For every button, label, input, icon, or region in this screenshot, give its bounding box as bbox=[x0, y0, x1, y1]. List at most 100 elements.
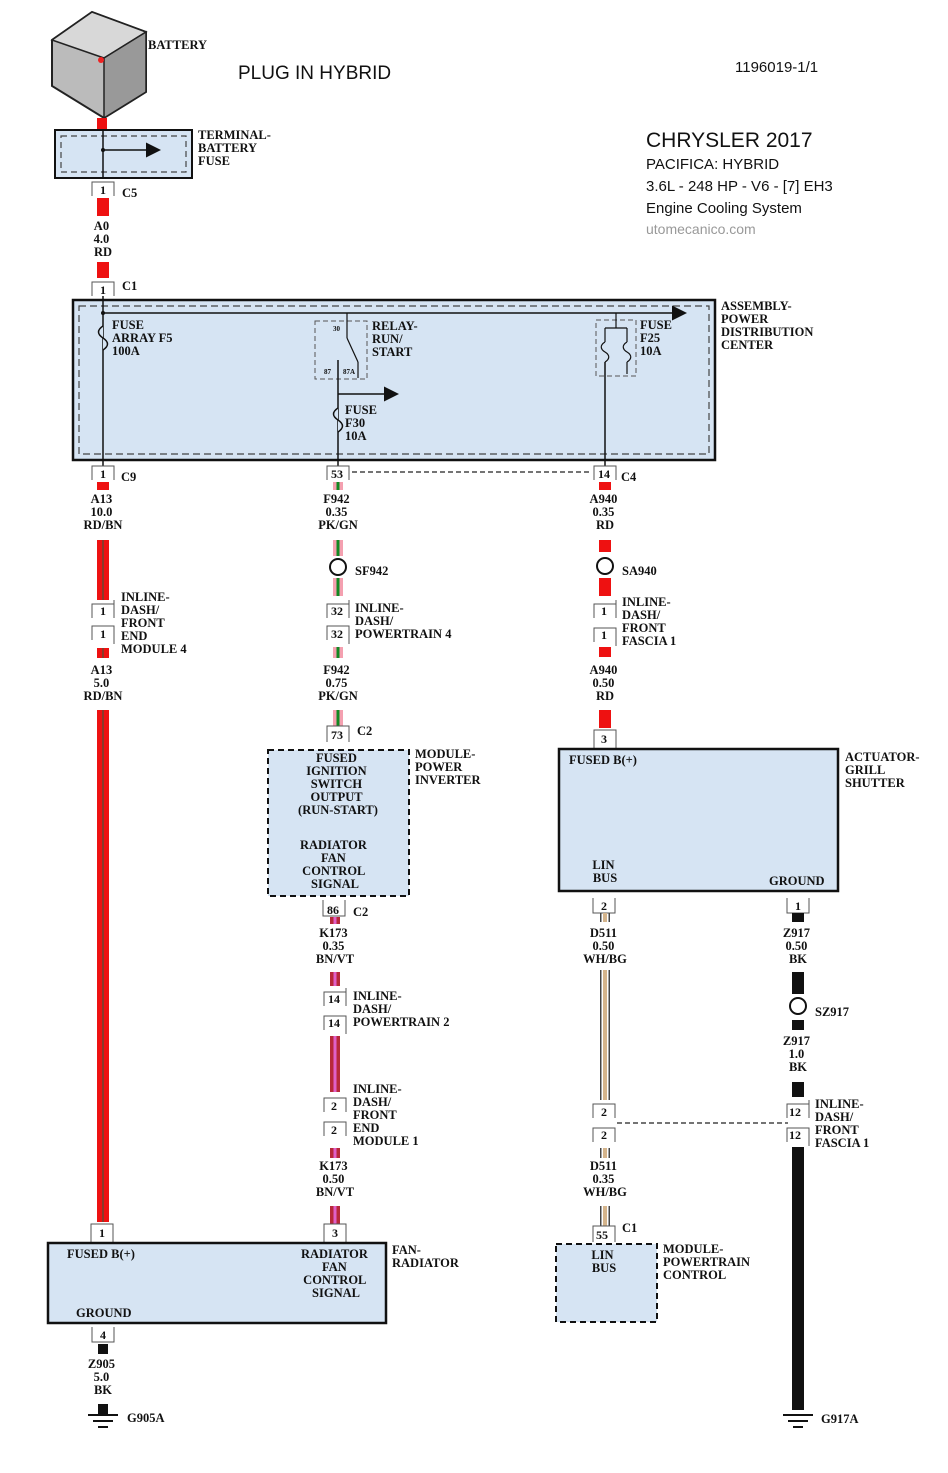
wire-k173-label-2: K173 0.50 BN/VT bbox=[316, 1159, 355, 1199]
inline-ff1b-pin-b: 12 bbox=[789, 1128, 801, 1142]
actuator-grill-shutter[interactable] bbox=[557, 747, 840, 893]
c1-pin: 1 bbox=[100, 283, 106, 297]
wire-a13-label-2: A13 5.0 RD/BN bbox=[84, 663, 123, 703]
wire-a940-label-2: A940 0.50 RD bbox=[590, 663, 621, 703]
wire-segment bbox=[333, 1206, 337, 1224]
wire-z917-label-2: Z917 1.0 BK bbox=[783, 1034, 813, 1074]
inline-fem4-pin-a: 1 bbox=[100, 604, 106, 618]
inline-ff1a-pin-b: 1 bbox=[601, 628, 607, 642]
inline-pt2-pin-b: 14 bbox=[328, 1016, 340, 1030]
wire-segment bbox=[608, 970, 610, 1100]
inline-ff1b-pin-a: 12 bbox=[789, 1105, 801, 1119]
fan-fused-label: FUSED B(+) bbox=[67, 1247, 135, 1261]
c4-pin: 14 bbox=[598, 467, 610, 481]
inline-pt4-label: INLINE- DASH/ POWERTRAIN 4 bbox=[355, 601, 452, 641]
wire-segment bbox=[333, 972, 337, 986]
relay-run-start[interactable] bbox=[314, 320, 368, 380]
wire-segment bbox=[333, 1148, 337, 1158]
wire-segment bbox=[600, 1206, 602, 1226]
wire-segment bbox=[336, 540, 340, 556]
fuse-f30-icon bbox=[332, 407, 344, 433]
inline-fem4-label: INLINE- DASH/ FRONT END MODULE 4 bbox=[121, 590, 187, 656]
wire-segment bbox=[608, 913, 610, 922]
ground-g917a-label: G917A bbox=[821, 1412, 859, 1426]
wire-segment bbox=[603, 1206, 607, 1226]
inline-fem1-label: INLINE- DASH/ FRONT END MODULE 1 bbox=[353, 1082, 419, 1148]
wire-z917-label-1: Z917 0.50 BK bbox=[783, 926, 813, 966]
inline-pt4-pin-b: 32 bbox=[331, 627, 343, 641]
c4-label: C4 bbox=[621, 470, 637, 484]
system-name: Engine Cooling System bbox=[646, 200, 802, 217]
splice-sz917-label: SZ917 bbox=[815, 1005, 849, 1019]
module-powertrain-control[interactable] bbox=[555, 1243, 658, 1323]
pcm-lin-label: LIN BUS bbox=[591, 1248, 616, 1275]
c9-label: C9 bbox=[121, 470, 136, 484]
wire-battery-cable bbox=[97, 118, 107, 130]
terminal-battery-fuse[interactable] bbox=[54, 129, 193, 179]
splice-sf942-icon bbox=[329, 558, 347, 576]
wire-a13-label-1: A13 10.0 RD/BN bbox=[84, 492, 123, 532]
c2-73-pin: 73 bbox=[331, 728, 343, 742]
engine-spec: 3.6L - 248 HP - V6 - [7] EH3 bbox=[646, 178, 833, 195]
inline-ff1a-pin-a: 1 bbox=[601, 604, 607, 618]
wire-segment bbox=[603, 970, 607, 1100]
power-distribution-center[interactable] bbox=[71, 298, 717, 462]
wire-a940 bbox=[599, 482, 611, 728]
wire-segment bbox=[603, 1148, 607, 1158]
shutter-lin-label: LIN BUS bbox=[592, 858, 617, 885]
relay-switch-icon bbox=[346, 337, 359, 363]
battery-icon bbox=[50, 10, 148, 120]
shutter-name-label: ACTUATOR- GRILL SHUTTER bbox=[845, 750, 923, 790]
wire-segment bbox=[603, 913, 607, 922]
fan-radiator[interactable] bbox=[46, 1241, 388, 1325]
splice-sa940-icon bbox=[596, 557, 614, 575]
wire-segment bbox=[333, 1036, 337, 1092]
module-power-inverter[interactable] bbox=[267, 749, 410, 897]
relay-pin-87: 87 bbox=[324, 368, 332, 376]
fan-signal-label: RADIATOR FAN CONTROL SIGNAL bbox=[301, 1247, 371, 1300]
inline-fem1-pin-b: 2 bbox=[331, 1123, 337, 1137]
fuse-f25-label: FUSE F25 10A bbox=[640, 318, 675, 358]
c1-label: C1 bbox=[122, 279, 137, 293]
watermark: utomecanico.com bbox=[646, 221, 756, 237]
wire-segment bbox=[336, 710, 340, 726]
wire-z905-label: Z905 5.0 BK bbox=[88, 1357, 118, 1397]
document-id: 1196019-1/1 bbox=[735, 59, 818, 76]
vehicle-make: CHRYSLER 2017 bbox=[646, 129, 813, 152]
wire-z917 bbox=[792, 913, 804, 1410]
fan-name-label: FAN- RADIATOR bbox=[392, 1243, 460, 1270]
shutter-ground-label: GROUND bbox=[769, 874, 825, 888]
fuse-f25-icon-a bbox=[600, 341, 610, 363]
c2-86-pin: 86 bbox=[327, 903, 339, 917]
shutter-pin-1: 1 bbox=[795, 899, 801, 913]
splice-sf942-label: SF942 bbox=[355, 564, 388, 578]
ground-g905a-label: G905A bbox=[127, 1411, 165, 1425]
fan-pin-3: 3 bbox=[332, 1226, 338, 1240]
relay-pin-30: 30 bbox=[333, 325, 341, 333]
wire-k173-label-1: K173 0.35 BN/VT bbox=[316, 926, 355, 966]
shutter-fused-label: FUSED B(+) bbox=[569, 753, 637, 767]
wire-z905 bbox=[98, 1344, 108, 1354]
pdc-label: ASSEMBLY- POWER DISTRIBUTION CENTER bbox=[721, 299, 817, 352]
wire-a0 bbox=[97, 198, 109, 216]
wire-k173 bbox=[330, 917, 340, 1224]
wire-segment bbox=[608, 1148, 610, 1158]
wire-segment bbox=[336, 482, 340, 490]
fan-pin-1: 1 bbox=[99, 1226, 105, 1240]
inline-lin-pin-b: 2 bbox=[601, 1128, 607, 1142]
fuse-f30-label: FUSE F30 10A bbox=[345, 403, 380, 443]
c1-55-label: C1 bbox=[622, 1221, 637, 1235]
wire-d511 bbox=[600, 913, 610, 1226]
c5-label: C5 bbox=[122, 186, 137, 200]
wire-a0-label: A0 4.0 RD bbox=[94, 219, 113, 259]
wire-segment bbox=[608, 1206, 610, 1226]
splice-sa940-label: SA940 bbox=[622, 564, 657, 578]
inline-lin-pin-a: 2 bbox=[601, 1105, 607, 1119]
inline-fem1-pin-a: 2 bbox=[331, 1099, 337, 1113]
wire-segment bbox=[600, 970, 602, 1100]
c2-73-label: C2 bbox=[357, 724, 372, 738]
inline-pt4-pin-a: 32 bbox=[331, 604, 343, 618]
diagram-title: PLUG IN HYBRID bbox=[238, 63, 391, 84]
fan-pin-4: 4 bbox=[100, 1328, 106, 1342]
pin-53: 53 bbox=[331, 467, 343, 481]
